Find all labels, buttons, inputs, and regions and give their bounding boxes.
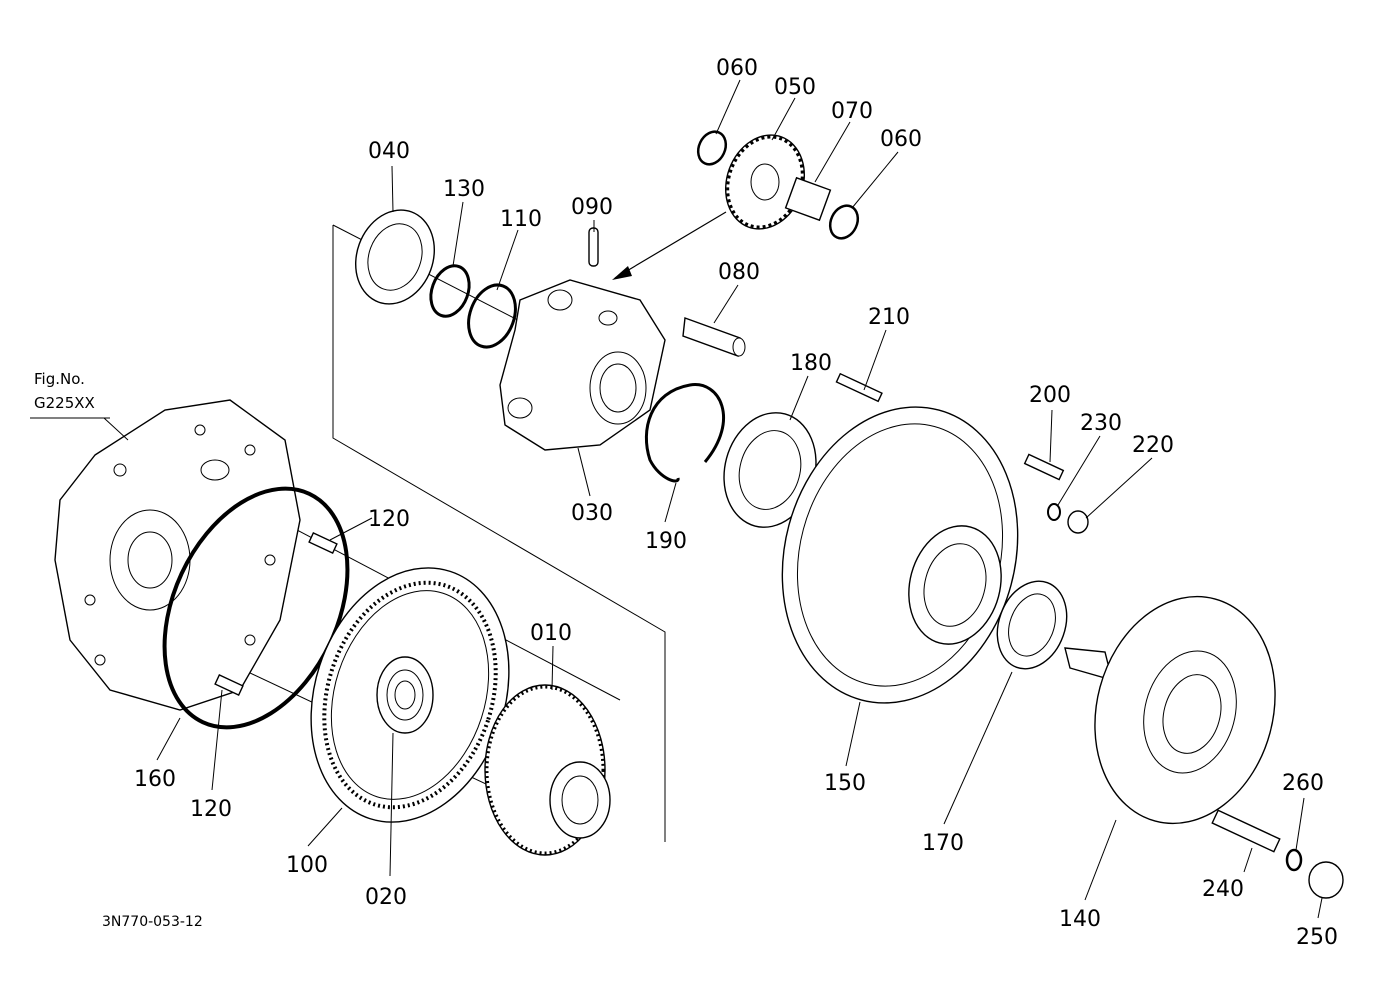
washer-230 [1047,503,1061,521]
shaft-080 [682,317,746,357]
callout-190: 190 [645,529,687,554]
axle-flange-140 [1064,595,1276,825]
callout-020: 020 [365,885,407,910]
needle-bearing-070 [784,176,832,222]
callout-210: 210 [868,305,910,330]
stud-240 [1211,809,1281,853]
planet-gear-050 [724,134,806,230]
callout-130: 130 [443,177,485,202]
callout-010: 010 [530,621,572,646]
washer-060-right [828,204,860,240]
oil-seal-170 [996,580,1068,670]
callout-120-lower: 120 [190,797,232,822]
stud-210 [835,372,883,403]
gear-carrier-010 [484,684,611,856]
callout-120-upper: 120 [368,507,410,532]
washer-260 [1285,848,1303,872]
callout-060-right: 060 [880,127,922,152]
callout-160: 160 [134,767,176,792]
callout-090: 090 [571,195,613,220]
circlip-190 [644,383,725,483]
callout-110: 110 [500,207,542,232]
callout-180: 180 [790,351,832,376]
assembly-arrow [612,211,727,280]
callout-030: 030 [571,501,613,526]
gear-housing [54,399,301,711]
pin-120-lower [214,674,244,696]
drawing-code: 3N770-053-12 [102,914,203,930]
callout-230: 230 [1080,411,1122,436]
callout-260: 260 [1282,771,1324,796]
callout-220: 220 [1132,433,1174,458]
bearing-040 [354,209,436,305]
callout-170: 170 [922,831,964,856]
collar-110 [467,283,517,349]
part-callouts: 060 050 070 060 040 130 110 090 080 210 … [134,56,1338,950]
washer-060-left [696,130,728,166]
figure-ref-line2: G225XX [34,394,95,412]
nut-250 [1308,861,1344,899]
pin-090 [588,227,599,267]
callout-070: 070 [831,99,873,124]
bolt-200 [1023,453,1065,481]
hub-case-150 [781,406,1019,704]
bearing-020 [376,656,434,734]
leader-lines [30,79,1323,919]
callout-140: 140 [1059,907,1101,932]
callout-040: 040 [368,139,410,164]
callout-100: 100 [286,853,328,878]
callout-150: 150 [824,771,866,796]
nut-220 [1067,510,1089,534]
callout-250: 250 [1296,925,1338,950]
callout-080: 080 [718,260,760,285]
callout-240: 240 [1202,877,1244,902]
figure-ref-line1: Fig.No. [34,370,85,388]
callout-200: 200 [1029,383,1071,408]
planet-carrier-030 [499,279,666,451]
callout-050: 050 [774,75,816,100]
pin-120-upper [308,532,338,554]
snap-ring-130 [429,264,471,318]
callout-060-left: 060 [716,56,758,81]
